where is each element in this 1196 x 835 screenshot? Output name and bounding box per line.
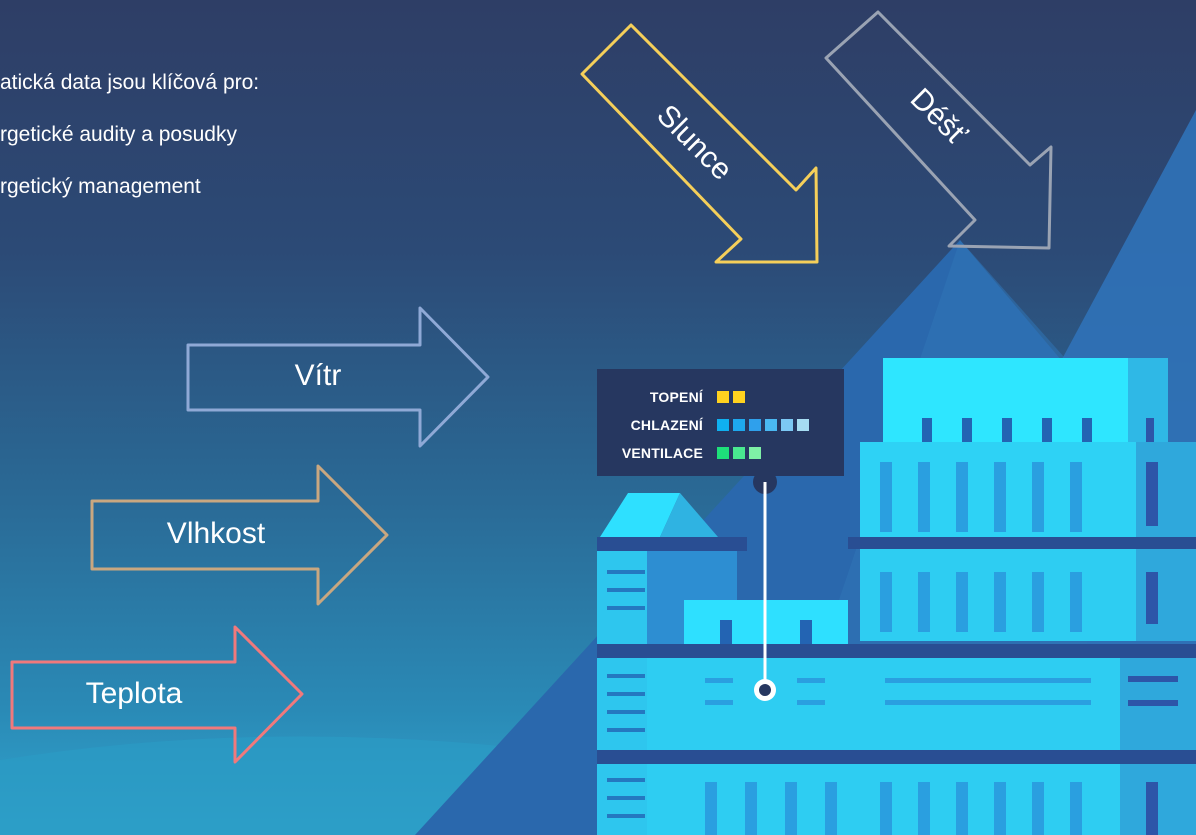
- ventilation-swatches: [717, 447, 761, 459]
- legend-swatch: [749, 419, 761, 431]
- legend-label-cooling: CHLAZENÍ: [630, 417, 703, 433]
- legend-swatch: [765, 419, 777, 431]
- legend-row-heating: TOPENÍ: [597, 385, 844, 409]
- intro-line: rgetické audity a posudky: [0, 123, 237, 146]
- intro-line: rgetický management: [0, 175, 201, 198]
- building-main: [597, 358, 1196, 835]
- hvac-legend: TOPENÍ CHLAZENÍ VENTILACE: [597, 369, 844, 476]
- sensor-pin: [753, 470, 777, 701]
- legend-swatch: [717, 391, 729, 403]
- temperature-label: Teplota: [85, 677, 183, 710]
- humidity-label: Vlhkost: [166, 517, 266, 550]
- legend-label-heating: TOPENÍ: [649, 389, 703, 405]
- cooling-swatches: [717, 419, 809, 431]
- legend-row-cooling: CHLAZENÍ: [597, 413, 844, 437]
- wind-arrow: [186, 306, 490, 448]
- rain-arrow: [824, 10, 1053, 250]
- temperature-arrow: [10, 625, 304, 764]
- intro-list: atická data jsou klíčová pro: rgetické a…: [0, 70, 259, 226]
- legend-swatch: [797, 419, 809, 431]
- legend-swatch: [717, 447, 729, 459]
- legend-row-ventilation: VENTILACE: [597, 441, 844, 465]
- legend-swatch: [717, 419, 729, 431]
- humidity-arrow: [90, 464, 389, 606]
- wind-label: Vítr: [294, 359, 342, 392]
- heating-swatches: [717, 391, 745, 403]
- legend-swatch: [781, 419, 793, 431]
- intro-line: atická data jsou klíčová pro:: [0, 71, 260, 94]
- hill-left: [0, 736, 520, 835]
- legend-swatch: [733, 391, 745, 403]
- legend-swatch: [733, 419, 745, 431]
- legend-swatch: [733, 447, 745, 459]
- legend-swatch: [749, 447, 761, 459]
- legend-label-ventilation: VENTILACE: [621, 445, 703, 461]
- sun-arrow: [580, 23, 819, 264]
